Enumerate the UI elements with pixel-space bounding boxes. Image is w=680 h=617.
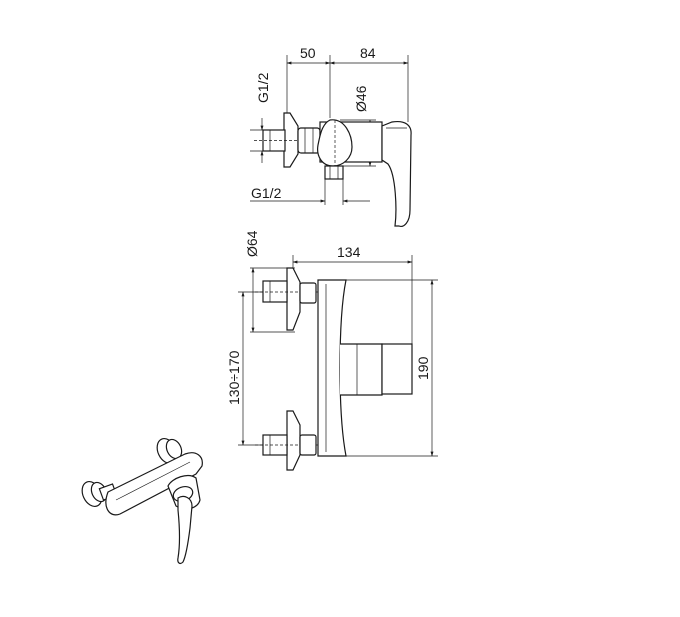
dim-total-height: 190 — [415, 356, 431, 380]
dim-flange-diameter: Ø64 — [244, 230, 260, 257]
isometric-view — [81, 438, 203, 564]
dim-knob-diameter: Ø46 — [353, 85, 369, 112]
dim-inlet-thread-lower: G1/2 — [251, 185, 282, 201]
dim-center-distance: 130÷170 — [226, 350, 242, 405]
dim-depth-front: 84 — [360, 45, 376, 61]
dim-total-width: 134 — [337, 244, 361, 260]
dim-depth-axis: 50 — [300, 45, 316, 61]
side-view: 50 84 Ø46 G1/2 G1/2 — [250, 45, 412, 227]
front-view: Ø64 134 190 130÷170 — [226, 230, 438, 471]
dim-inlet-thread-upper: G1/2 — [255, 72, 271, 103]
